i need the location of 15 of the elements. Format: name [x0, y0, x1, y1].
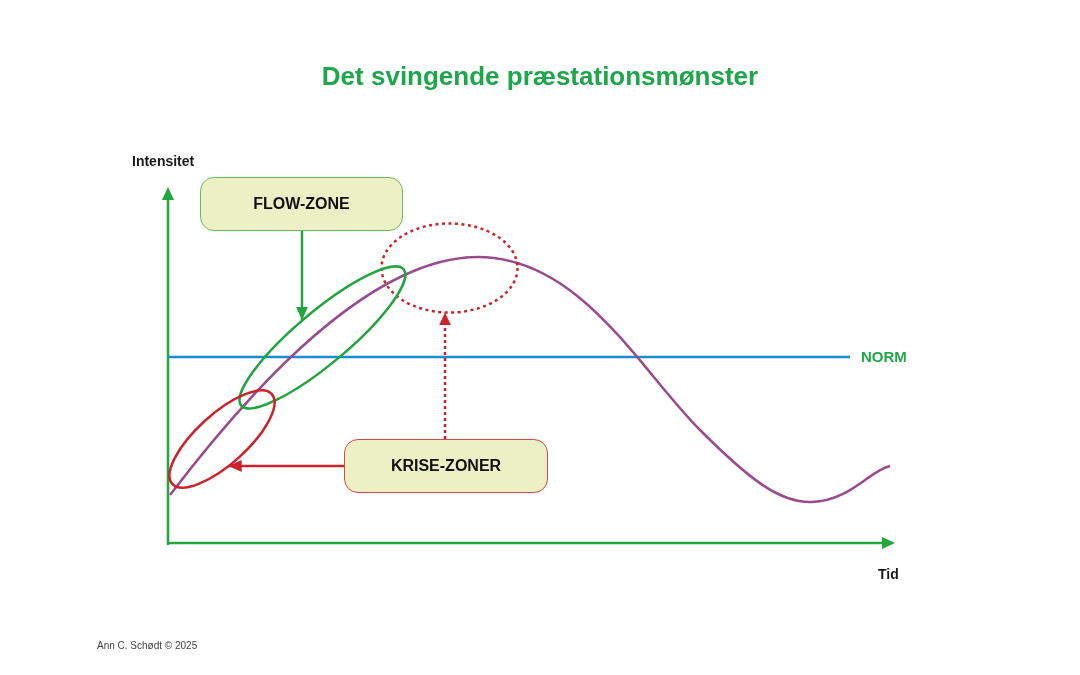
diagram-title: Det svingende præstationsmønster — [321, 62, 759, 92]
axis-label: Intensitet — [132, 153, 195, 170]
dotted-arrow — [439, 312, 451, 439]
arrow — [228, 460, 344, 472]
copyright-note: Ann C. Schødt © 2025 — [97, 640, 198, 652]
zone-ellipse — [167, 388, 276, 489]
zone-label: KRISE-ZONER — [390, 456, 502, 476]
zone-label: FLOW-ZONE — [253, 194, 350, 214]
dotted-zone-ellipse — [379, 222, 519, 314]
norm-label: NORM — [861, 348, 907, 366]
zone-box — [344, 439, 548, 493]
zone-ellipse — [237, 264, 407, 410]
arrow — [296, 231, 308, 320]
axis-label: Tid — [878, 566, 899, 583]
zone-box — [200, 177, 403, 231]
